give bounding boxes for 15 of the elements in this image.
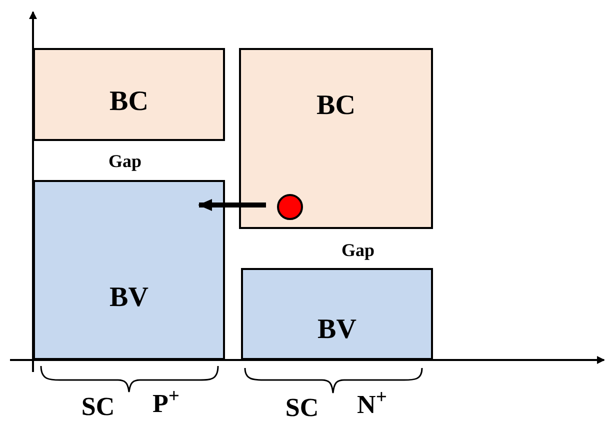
gap-label: Gap (342, 241, 374, 259)
arrow (198, 199, 266, 211)
band-label: BV (316, 316, 358, 344)
band-label: BV (108, 284, 150, 312)
region-label: SC (81, 394, 115, 420)
conduction-band-box (239, 48, 433, 229)
region-label: SC (285, 395, 319, 421)
band-label: BC (108, 88, 150, 116)
valence-band-box (241, 268, 433, 360)
region-label: P$^{+}$ (152, 391, 180, 417)
gap-label: Gap (108, 152, 142, 170)
valence-band-box (33, 180, 225, 360)
band-label: BC (316, 92, 356, 120)
region-label: N$^{+}$ (357, 392, 387, 418)
conduction-band-box (33, 48, 225, 141)
